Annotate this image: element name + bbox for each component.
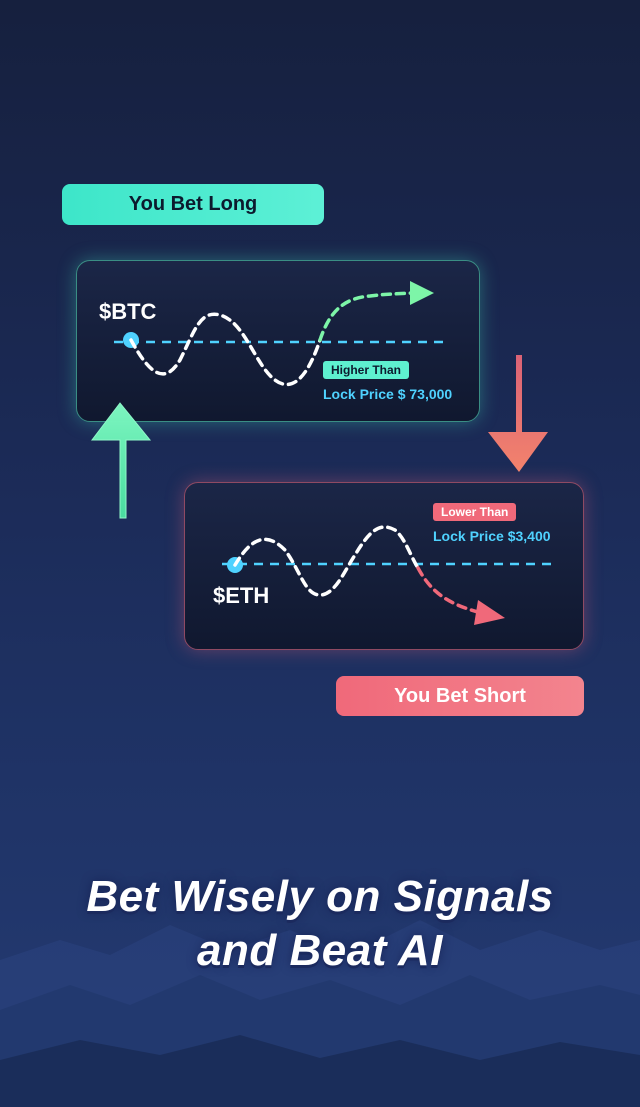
btc-ticker: $BTC	[99, 299, 157, 324]
btc-lock-price: Lock Price $ 73,000	[323, 386, 453, 402]
lower-than-tag: Lower Than	[433, 503, 517, 521]
btc-signal-card: $BTC Higher Than Lock Price $ 73,000	[76, 260, 480, 422]
bet-short-label: You Bet Short	[336, 676, 584, 716]
bet-short-text: You Bet Short	[394, 684, 526, 707]
bet-long-text: You Bet Long	[128, 193, 258, 215]
headline-line-2: and Beat AI	[197, 926, 443, 975]
headline-line-1: Bet Wisely on Signals	[86, 872, 554, 921]
higher-than-tag: Higher Than	[323, 361, 410, 379]
bet-long-label: You Bet Long	[62, 184, 324, 225]
eth-ticker: $ETH	[213, 583, 270, 608]
eth-lock-price: Lock Price $3,400	[433, 528, 551, 544]
eth-signal-card: $ETH Lower Than Lock Price $3,400	[184, 482, 584, 650]
